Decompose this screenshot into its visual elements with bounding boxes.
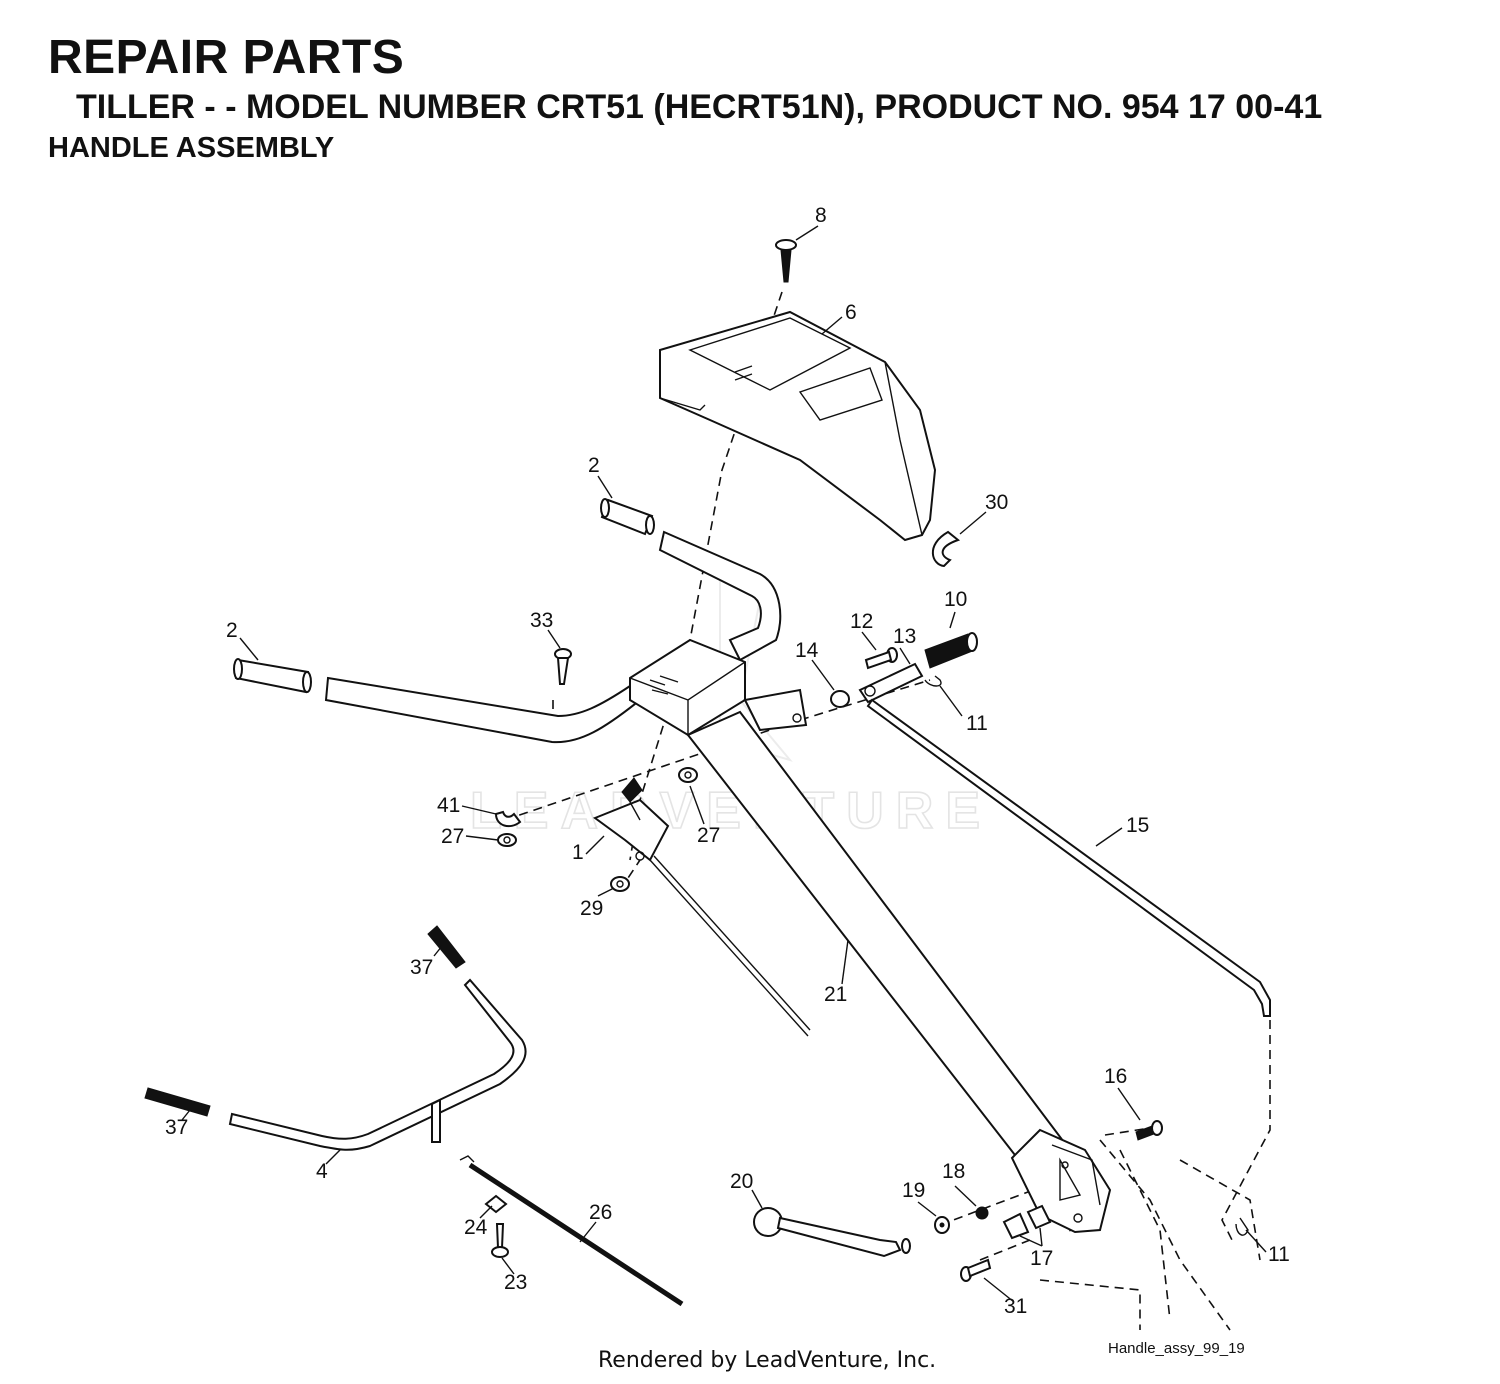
callout-24: 24: [464, 1216, 488, 1239]
callout-13: 13: [893, 625, 916, 648]
part-29-nut: [610, 876, 630, 892]
part-4-stem: [431, 1098, 441, 1143]
callout-8: 8: [815, 204, 827, 227]
part-21-handle-tube: [629, 638, 1112, 1234]
part-1-bracket: [592, 777, 811, 1037]
part-37-grip-top: [427, 925, 466, 969]
callout-2-left: 2: [226, 619, 238, 642]
callout-27-right: 27: [697, 824, 720, 847]
callout-6: 6: [845, 301, 857, 324]
part-11-clip-top: [924, 675, 942, 687]
left-handlebar: [324, 676, 642, 744]
callout-15: 15: [1126, 814, 1149, 837]
callout-16: 16: [1104, 1065, 1127, 1088]
part-13-lever: [858, 662, 924, 704]
callout-18: 18: [942, 1160, 965, 1183]
part-15-rod: [866, 698, 1271, 1017]
watermark: LEADVENTURE: [470, 782, 992, 840]
part-18-nut: [975, 1206, 989, 1220]
part-2-grip-left: [233, 658, 312, 694]
part-4-lower-bar: [228, 978, 527, 1151]
callout-33: 33: [530, 609, 553, 632]
callout-37-top: 37: [410, 956, 433, 979]
part-16-bolt: [1135, 1120, 1163, 1141]
callout-1: 1: [572, 841, 584, 864]
section-title: HANDLE ASSEMBLY: [48, 132, 335, 164]
callout-21: 21: [824, 983, 847, 1006]
model-subtitle: TILLER - - MODEL NUMBER CRT51 (HECRT51N)…: [76, 88, 1323, 126]
part-37-grip-left: [144, 1087, 211, 1117]
callout-2-top: 2: [588, 454, 600, 477]
callout-11-bottom: 11: [1268, 1243, 1290, 1266]
callout-30: 30: [985, 491, 1008, 514]
callout-29: 29: [580, 897, 603, 920]
part-19-washer: [934, 1216, 950, 1234]
part-2-grip-top: [600, 498, 655, 536]
upper-handlebar: [658, 530, 782, 662]
callout-19: 19: [902, 1179, 925, 1202]
part-27-nut-right: [678, 767, 698, 783]
callout-11-top: 11: [966, 712, 988, 735]
part-20-shift-lever: [753, 1207, 911, 1258]
part-27-nut-left: [497, 833, 517, 847]
callout-26: 26: [589, 1201, 612, 1224]
part-8-screw: [775, 239, 797, 283]
callout-20: 20: [730, 1170, 753, 1193]
drawing-reference: Handle_assy_99_19: [1108, 1340, 1245, 1357]
part-17-plates: [1002, 1204, 1052, 1240]
part-30-clip: [931, 530, 961, 568]
callout-12: 12: [850, 610, 873, 633]
callout-labels: 8 6 2 30 2 33 12 13 10 14 11 41 27 27 1 …: [165, 204, 1290, 1318]
part-6-handle-panel: [659, 310, 937, 542]
part-31-bolt: [960, 1258, 992, 1282]
part-11-clip-bottom: [1235, 1217, 1249, 1236]
page-title: REPAIR PARTS: [48, 31, 405, 84]
part-12-bolt: [864, 647, 898, 670]
callout-4: 4: [316, 1160, 328, 1183]
callout-10: 10: [944, 588, 967, 611]
callout-41: 41: [437, 794, 460, 817]
leader-lines: [181, 225, 1267, 1303]
part-23-bolt: [491, 1223, 509, 1258]
part-33-bolt: [554, 648, 572, 685]
callout-27-left: 27: [441, 825, 464, 848]
callout-23: 23: [504, 1271, 527, 1294]
callout-14: 14: [795, 639, 819, 662]
part-24-clip: [484, 1194, 508, 1214]
part-26-cable: [459, 1155, 684, 1307]
part-41-clamp: [494, 810, 522, 828]
callout-37-left: 37: [165, 1116, 188, 1139]
part-10-grip: [924, 632, 978, 669]
part-14-spacer: [830, 690, 850, 708]
render-caption: Rendered by LeadVenture, Inc.: [598, 1348, 937, 1373]
callout-31: 31: [1004, 1295, 1027, 1318]
callout-17: 17: [1030, 1247, 1053, 1270]
